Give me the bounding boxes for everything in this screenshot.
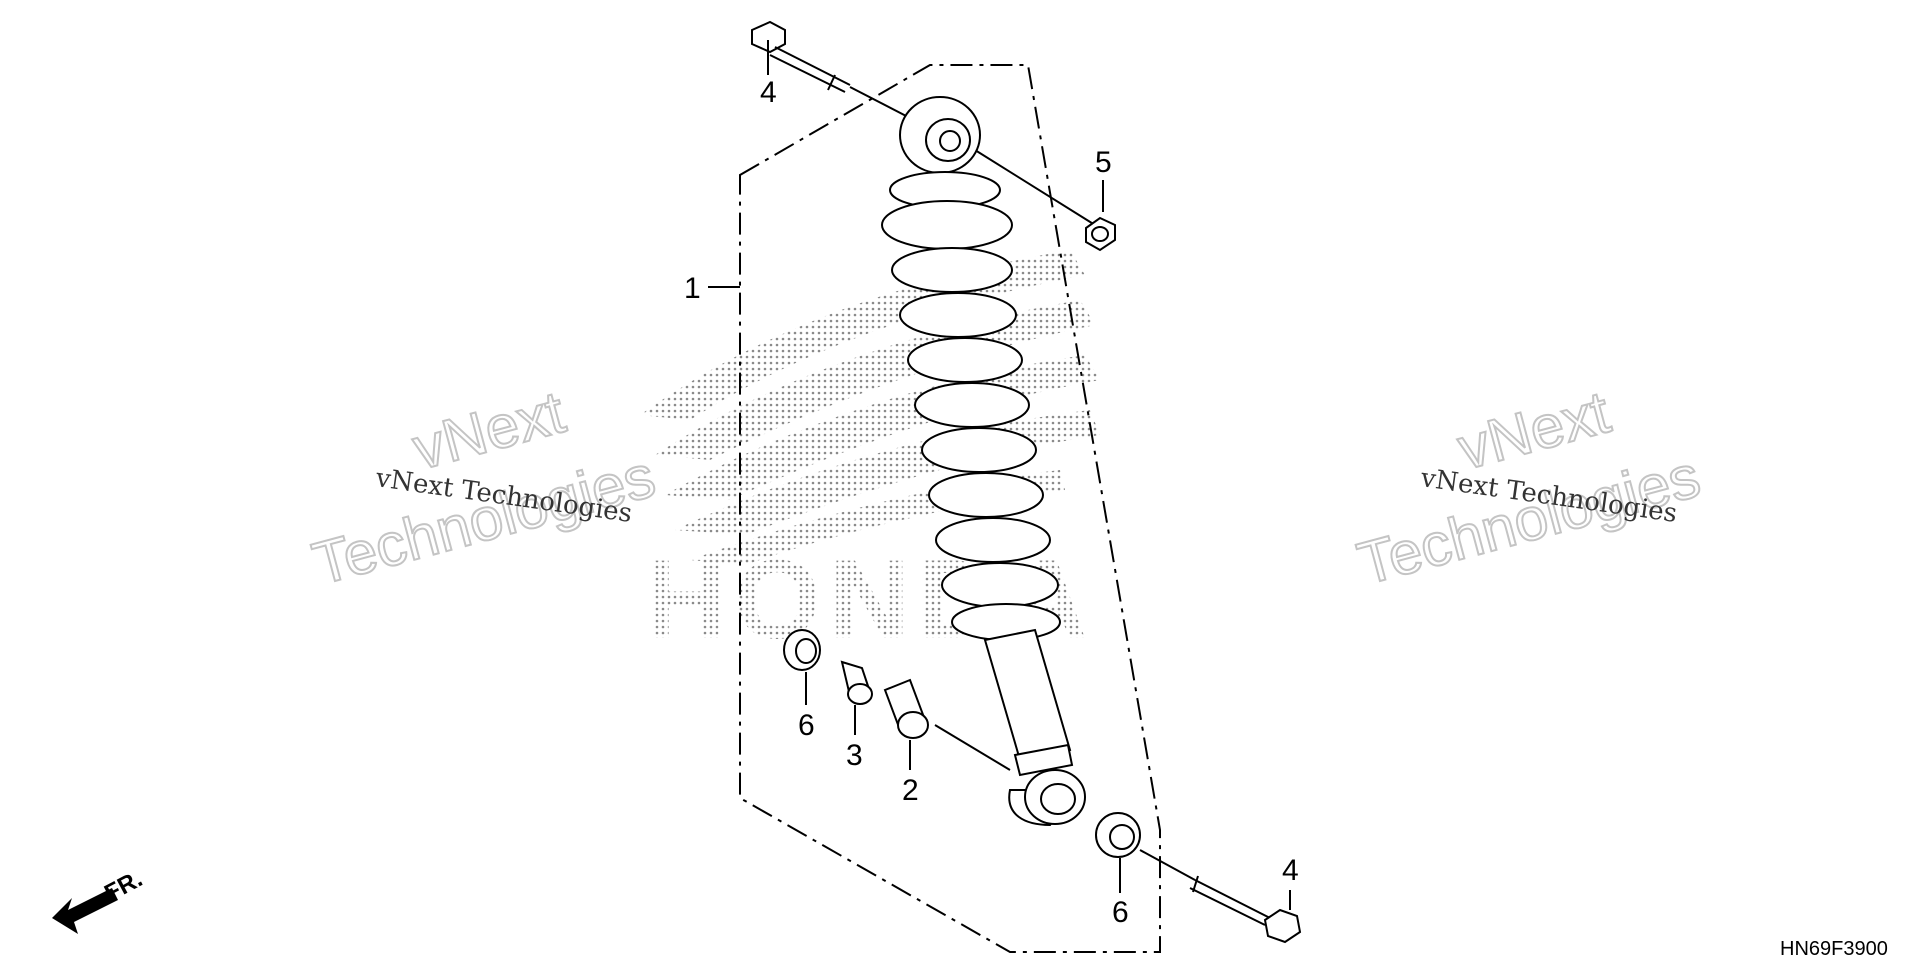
inner-collar[interactable] — [840, 660, 873, 705]
shock-absorber[interactable] — [881, 96, 1086, 827]
flange-nut[interactable] — [1085, 216, 1116, 252]
callout-5[interactable]: 5 — [1095, 146, 1112, 179]
watermark-vnext-left: vNext — [406, 378, 572, 482]
honda-wing-watermark — [640, 250, 1100, 565]
dust-seal-left[interactable] — [783, 629, 821, 671]
bolt-top[interactable] — [751, 20, 851, 93]
reference-code: HN69F3900 — [1780, 938, 1888, 960]
callout-leaders — [708, 40, 1291, 910]
callout-2[interactable]: 2 — [902, 774, 919, 807]
collar[interactable] — [883, 678, 929, 739]
bolt-bottom[interactable] — [1189, 875, 1302, 944]
callout-6-right[interactable]: 6 — [1112, 896, 1129, 929]
alignment-lines — [849, 86, 1196, 881]
callout-3[interactable]: 3 — [846, 739, 863, 772]
callout-4-bottom[interactable]: 4 — [1282, 854, 1299, 887]
watermark-vnext-right: vNext — [1451, 378, 1617, 482]
front-direction-arrow: FR. — [52, 865, 147, 934]
callout-1[interactable]: 1 — [684, 272, 701, 305]
callout-6-left[interactable]: 6 — [798, 709, 815, 742]
coil-spring — [881, 200, 1061, 641]
dust-seal-right[interactable] — [1095, 812, 1141, 858]
callout-4-top[interactable]: 4 — [760, 76, 777, 109]
